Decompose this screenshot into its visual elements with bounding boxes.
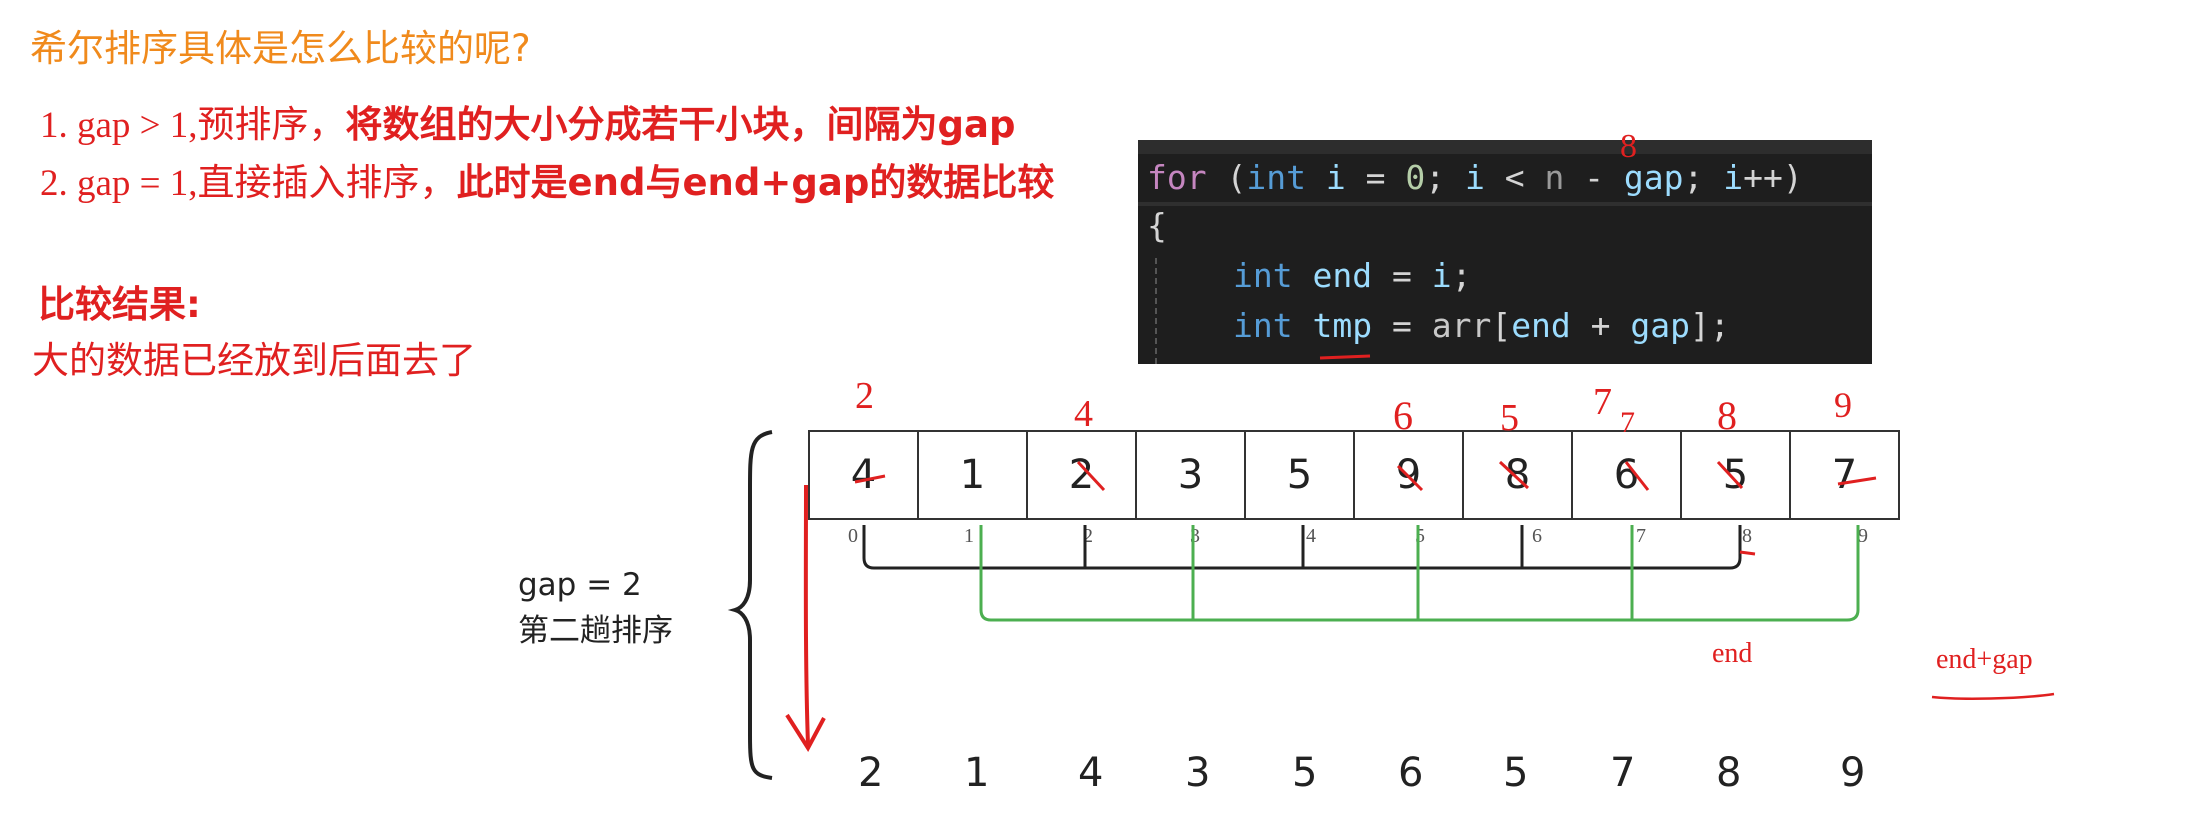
strike-mark	[1396, 464, 1424, 492]
array-index: 4	[1306, 525, 1316, 547]
array-cell: 5	[1682, 432, 1791, 520]
array-index: 2	[1083, 525, 1093, 547]
strike-mark	[1076, 460, 1106, 492]
result-value: 6	[1398, 750, 1424, 796]
array-index: 7	[1636, 525, 1646, 547]
result-value: 4	[1078, 750, 1104, 796]
array-index: 1	[964, 525, 974, 547]
gap-label-line1: gap = 2	[518, 567, 642, 603]
strike-mark	[1837, 476, 1877, 486]
label-end: end	[1712, 638, 1753, 669]
array-index: 8	[1742, 525, 1752, 547]
array-index: 0	[848, 525, 858, 547]
array-cell: 3	[1137, 432, 1246, 520]
code-annotations	[1319, 354, 1371, 360]
result-heading: 比较结果:	[38, 283, 201, 326]
code-line-4: int tmp = arr[end + gap];	[1233, 306, 1730, 345]
array-cell: 9	[1355, 432, 1464, 520]
red-arrow-head	[785, 713, 826, 752]
step-1-normal: 预排序，	[197, 105, 346, 146]
step-2: 2. gap = 1,直接插入排序，此时是end与end+gap的数据比较	[40, 152, 1054, 206]
result-value: 5	[1503, 750, 1529, 796]
result-value: 5	[1292, 750, 1318, 796]
array-row: 4 1 2 3 5 9 8 6 5 7	[808, 430, 1900, 520]
array-cell: 7	[1791, 432, 1900, 520]
gap-label-line2: 第二趟排序	[518, 613, 673, 649]
handwritten-note: 6	[1393, 393, 1413, 438]
strike-mark	[1498, 460, 1530, 490]
handwritten-note: 4	[1074, 393, 1093, 435]
array-cell: 4	[810, 432, 919, 520]
code-separator	[1138, 202, 1872, 206]
array-index: 9	[1858, 525, 1868, 547]
result-value: 2	[858, 750, 884, 796]
step-2-prefix: 2. gap = 1,	[40, 163, 198, 204]
step-1: 1. gap > 1,预排序，将数组的大小分成若干小块，间隔为gap	[40, 94, 1015, 148]
page-title: 希尔排序具体是怎么比较的呢?	[30, 27, 531, 70]
code-annotation-8: 8	[1620, 128, 1637, 165]
step-2-bold: 此时是end与end+gap的数据比较	[456, 161, 1055, 204]
strike-mark	[1624, 461, 1650, 491]
tmp-underline	[1319, 354, 1371, 360]
red-down-arrow	[803, 484, 810, 746]
handwritten-note: 2	[855, 375, 874, 417]
strike-mark	[1716, 460, 1744, 490]
code-line-2: {	[1147, 206, 1167, 245]
array-index: 3	[1190, 525, 1200, 547]
code-line-1: for (int i = 0; i < n - gap; i++)	[1147, 158, 1803, 197]
handwritten-note: 7	[1620, 406, 1635, 439]
step-1-bold: 将数组的大小分成若干小块，间隔为gap	[345, 103, 1016, 146]
result-value: 3	[1185, 750, 1211, 796]
result-value: 8	[1716, 750, 1742, 796]
handwritten-note: 9	[1834, 385, 1852, 425]
end-gap-underline	[1931, 692, 2055, 700]
curly-brace	[727, 430, 773, 780]
red-dash-mark	[1739, 550, 1756, 556]
handwritten-note: 5	[1500, 397, 1519, 439]
step-2-normal: 直接插入排序，	[197, 163, 457, 204]
label-end-gap: end+gap	[1936, 644, 2033, 675]
code-snippet: for (int i = 0; i < n - gap; i++) { int …	[1138, 140, 1872, 364]
strike-mark	[854, 474, 886, 484]
array-cell: 1	[919, 432, 1028, 520]
result-value: 1	[964, 750, 990, 796]
result-value: 9	[1840, 750, 1866, 796]
handwritten-note: 7	[1593, 381, 1612, 423]
code-indent-guide	[1155, 258, 1157, 364]
result-value: 7	[1610, 750, 1636, 796]
step-1-prefix: 1. gap > 1,	[40, 105, 198, 146]
gap-label: gap = 2 第二趟排序	[518, 562, 673, 654]
code-top-bar	[1138, 140, 1872, 154]
code-line-3: int end = i;	[1233, 256, 1472, 295]
array-cell: 8	[1464, 432, 1573, 520]
array-index: 5	[1415, 525, 1425, 547]
array-cell: 5	[1246, 432, 1355, 520]
handwritten-note: 8	[1717, 393, 1737, 438]
result-text: 大的数据已经放到后面去了	[32, 339, 476, 382]
array-index: 6	[1532, 525, 1542, 547]
